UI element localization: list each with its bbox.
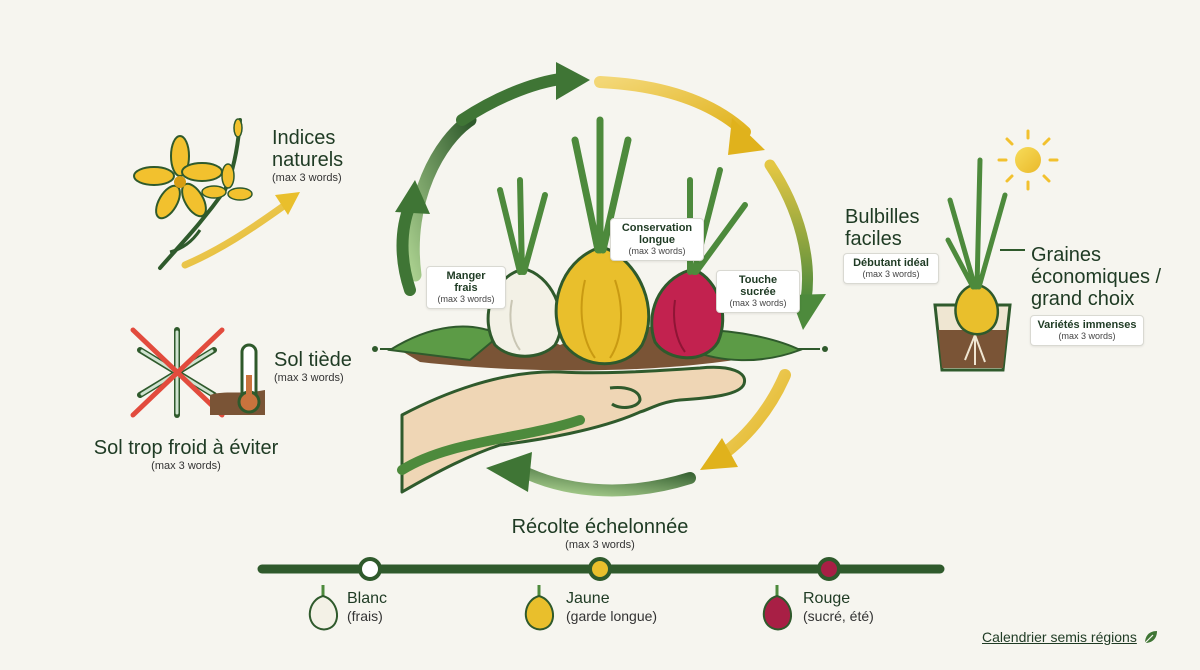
white-onion-hint: (max 3 words) [437, 294, 495, 304]
red-onion-label-line2: sucrée [740, 286, 776, 298]
onion-white-icon [308, 585, 339, 631]
seeds-callout: Variétés immenses (max 3 words) [1030, 315, 1144, 346]
bulbils-note: Débutant idéal [853, 257, 929, 269]
timeline-marker-yellow [588, 557, 612, 581]
red-onion-callout: Touche sucrée (max 3 words) [716, 270, 800, 313]
harvest-item-name: Rouge [803, 590, 851, 607]
yellow-onion-callout: Conservation longue (max 3 words) [610, 218, 704, 261]
no-cross-icon [130, 327, 225, 418]
harvest-item-desc: (frais) [347, 608, 383, 624]
harvest-item-red: Rouge (sucré, été) [803, 590, 874, 624]
seedling-pot-icon [933, 157, 1025, 372]
red-onion-label-line1: Touche [738, 274, 778, 286]
white-onion-callout: Manger frais (max 3 words) [426, 266, 506, 309]
harvest-hint: (max 3 words) [565, 539, 635, 551]
hand-illustration [397, 365, 746, 494]
harvest-item-white: Blanc (frais) [347, 590, 387, 624]
yellow-onion-label-line1: Conservation [621, 222, 693, 234]
timeline-marker-white [358, 557, 382, 581]
white-onion-label-line2: frais [454, 282, 478, 294]
warm-soil-hint: (max 3 words) [274, 372, 344, 384]
leaf-icon [1144, 631, 1157, 644]
seeds-title-line2: économiques / [1031, 266, 1162, 288]
sun-icon [997, 129, 1059, 191]
harvest-item-name: Blanc [347, 590, 388, 607]
timeline-marker-red [817, 557, 841, 581]
harvest-item-desc: (garde longue) [566, 608, 658, 624]
natural-cues-label: Indices naturels (max 3 words) [272, 127, 343, 185]
cold-soil-hint: (max 3 words) [151, 460, 221, 472]
seeds-hint: (max 3 words) [1058, 331, 1116, 341]
seeds-note: Variétés immenses [1037, 319, 1137, 331]
bulbils-title-line1: Bulbilles [845, 206, 920, 228]
warm-soil-label: Sol tiède (max 3 words) [274, 349, 352, 385]
harvest-heading: Récolte échelonnée (max 3 words) [450, 516, 750, 552]
natural-cues-title-line2: naturels [272, 149, 344, 171]
bulbils-callout: Débutant idéal (max 3 words) [843, 253, 939, 284]
seeds-title-line3: grand choix [1031, 288, 1135, 310]
bulbils-title-line2: faciles [845, 228, 902, 250]
bulbils-hint: (max 3 words) [862, 269, 920, 279]
red-onion-hint: (max 3 words) [729, 298, 787, 308]
cold-soil-label: Sol trop froid à éviter (max 3 words) [86, 437, 286, 473]
red-onion [650, 167, 748, 360]
natural-cues-hint: (max 3 words) [272, 172, 342, 184]
harvest-timeline [257, 557, 945, 581]
seeds-label: Graines économiques / grand choix [1031, 244, 1161, 310]
harvest-title: Récolte échelonnée [511, 516, 689, 538]
seeds-title-line1: Graines [1031, 244, 1102, 266]
bulbils-label: Bulbilles faciles [845, 206, 919, 250]
calendar-link-wrap[interactable]: Calendrier semis régions [982, 629, 1159, 645]
forsythia-flower-icon [133, 118, 300, 270]
harvest-item-yellow: Jaune (garde longue) [566, 590, 657, 624]
harvest-item-name: Jaune [566, 590, 610, 607]
natural-cues-title-line1: Indices [272, 127, 336, 149]
yellow-onion-hint: (max 3 words) [628, 246, 686, 256]
yellow-onion-label-line2: longue [638, 234, 676, 246]
calendar-link[interactable]: Calendrier semis régions [982, 629, 1137, 645]
cold-soil-title: Sol trop froid à éviter [93, 437, 279, 459]
white-onion [486, 177, 563, 358]
thermometer-icon [210, 343, 265, 415]
harvest-item-desc: (sucré, été) [803, 608, 874, 624]
cycle-arrows [395, 62, 826, 497]
warm-soil-title: Sol tiède [274, 349, 352, 371]
yellow-onion [554, 116, 651, 366]
white-onion-label-line1: Manger [446, 270, 486, 282]
onion-red-icon [762, 585, 793, 631]
onion-yellow-icon [524, 585, 555, 631]
